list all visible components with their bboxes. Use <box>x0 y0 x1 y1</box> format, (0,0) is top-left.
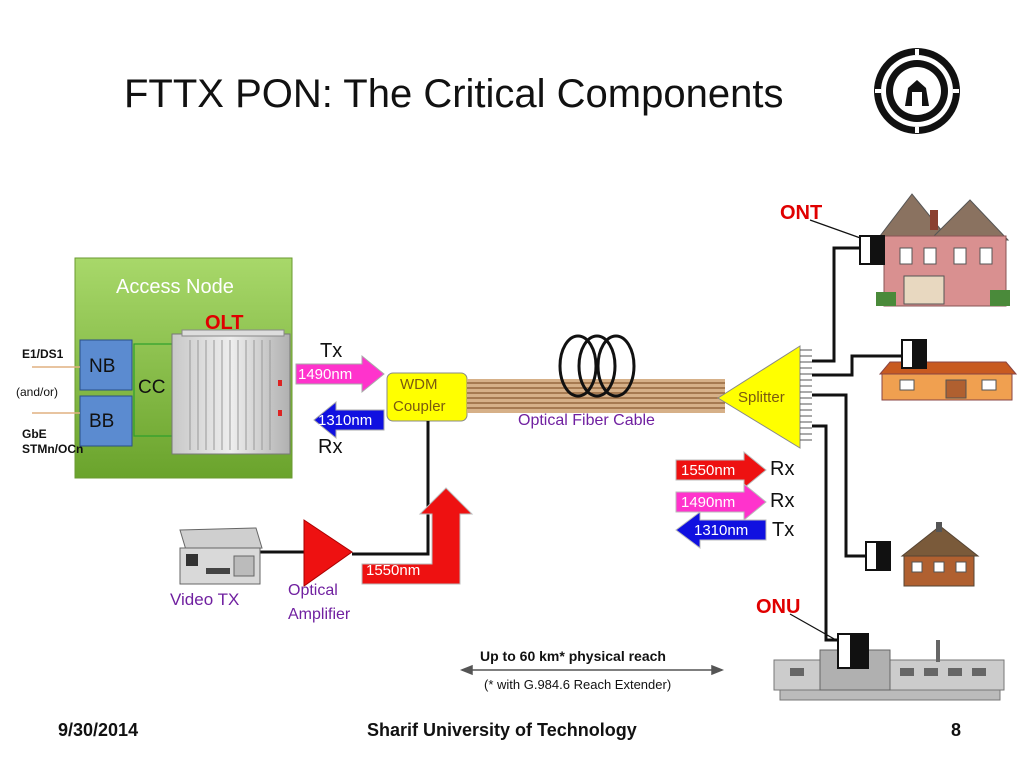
wdm-label-1: WDM <box>400 376 438 393</box>
stmn-label: STMn/OCn <box>22 442 84 456</box>
olt-rack <box>171 329 291 455</box>
optical-amplifier <box>303 519 353 587</box>
onu-device <box>837 633 869 669</box>
ont-label: ONT <box>780 202 823 224</box>
sub-1490-label: 1490nm <box>681 494 736 511</box>
olt-rx-label: Rx <box>318 436 343 458</box>
sub-1550-dir: Rx <box>770 458 795 480</box>
office-building <box>773 640 1005 701</box>
house-large <box>876 193 1010 307</box>
reach-note: (* with G.984.6 Reach Extender) <box>484 677 672 692</box>
sub-1310-label: 1310nm <box>694 522 749 539</box>
e1ds1-label: E1/DS1 <box>22 347 64 361</box>
sub-1550-label: 1550nm <box>681 462 736 479</box>
bb-block <box>79 395 133 447</box>
ont-device-3 <box>865 541 891 571</box>
rx-1310-arrow <box>313 400 385 440</box>
access-node-title: Access Node <box>116 276 234 298</box>
olt-1490-label: 1490nm <box>298 366 353 383</box>
amplifier-label-1: Optical <box>288 582 338 599</box>
amplifier-label-2: Amplifier <box>288 606 351 623</box>
olt-tx-label: Tx <box>320 340 343 362</box>
splitter-label: Splitter <box>738 389 785 406</box>
sub-1490-dir: Rx <box>770 490 795 512</box>
footer-date: 9/30/2014 <box>58 720 139 740</box>
olt-1310-label: 1310nm <box>318 412 373 429</box>
reach-arrow <box>459 664 725 676</box>
video-tx-device <box>179 527 263 585</box>
nb-label: NB <box>89 356 116 377</box>
reach-label: Up to 60 km* physical reach <box>480 648 666 664</box>
andor-label: (and/or) <box>16 385 59 399</box>
gbe-label: GbE <box>22 427 47 441</box>
page-title: FTTX PON: The Critical Components <box>124 72 784 116</box>
fiber-coil <box>558 334 636 398</box>
footer-organization: Sharif University of Technology <box>367 720 637 740</box>
wdm-label-2: Coupler <box>393 398 446 415</box>
splitter <box>717 345 801 449</box>
sub-1310-dir: Tx <box>772 519 795 541</box>
university-seal-icon <box>874 48 960 134</box>
tx-1490-arrow <box>295 354 385 394</box>
tx-1310-arrow <box>675 511 767 549</box>
video-tx-label: Video TX <box>170 590 240 609</box>
rx-1550-arrow <box>675 450 767 490</box>
video-1550-label: 1550nm <box>366 562 421 579</box>
fiber-label: Optical Fiber Cable <box>518 412 655 429</box>
footer-page-number: 8 <box>951 720 962 740</box>
rx-1490-arrow <box>675 482 767 522</box>
video-1550-arrow <box>361 487 474 585</box>
ont-device-2 <box>901 339 927 369</box>
house-brick <box>900 522 980 587</box>
nb-block <box>79 339 133 391</box>
cc-label: CC <box>138 377 166 398</box>
house-ranch <box>878 361 1018 401</box>
onu-label: ONU <box>756 596 801 618</box>
bb-label: BB <box>89 411 115 432</box>
olt-label: OLT <box>205 312 244 334</box>
ont-device-1 <box>859 235 885 265</box>
